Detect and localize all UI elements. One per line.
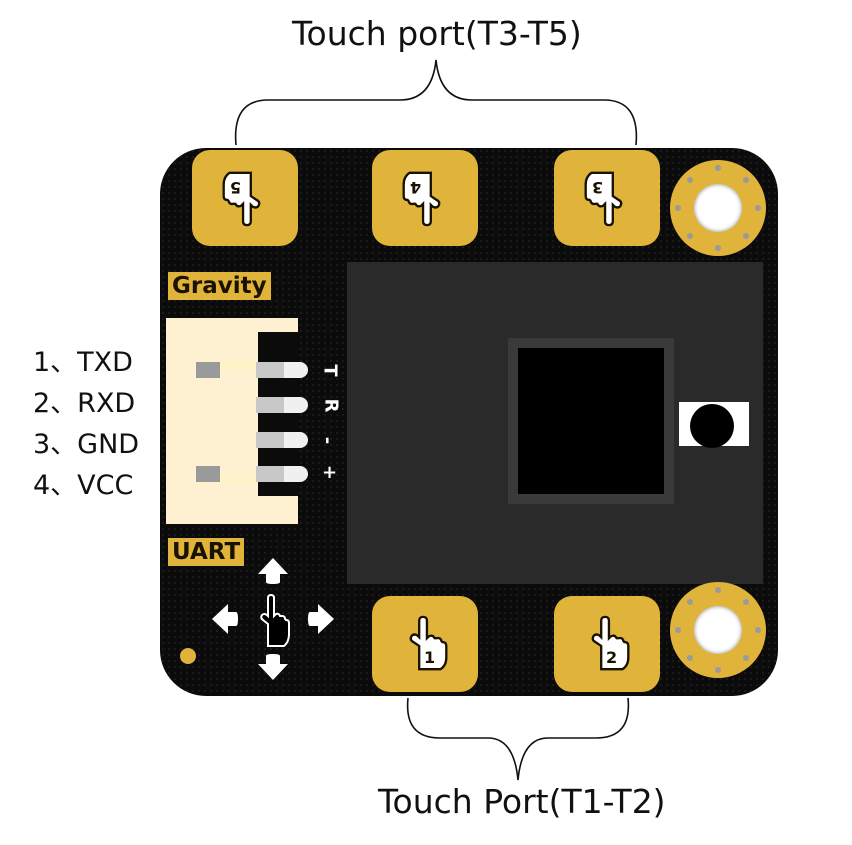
touch-pad-5[interactable]: 5 — [192, 150, 298, 246]
mounting-hole-top — [670, 160, 766, 256]
touch-hand-icon — [409, 615, 448, 671]
pin-mark-gnd: - — [317, 436, 339, 445]
pad-number: 5 — [230, 178, 242, 197]
touch-hand-icon — [402, 171, 441, 227]
touch-pad-4[interactable]: 4 — [372, 150, 478, 246]
sensor-core — [518, 348, 664, 494]
touch-pad-2[interactable]: 2 — [554, 596, 660, 692]
pad-number: 1 — [424, 648, 436, 667]
pin-label-gnd: 3、GND — [33, 429, 140, 460]
top-brace — [234, 59, 638, 146]
touch-hand-icon — [222, 171, 261, 227]
marker-dot — [180, 648, 196, 664]
bottom-caption: Touch Port(T1-T2) — [378, 782, 666, 821]
pin-mark-r: R — [320, 398, 342, 413]
bottom-brace — [406, 697, 630, 781]
top-caption: Touch port(T3-T5) — [292, 14, 582, 53]
led-dot — [690, 404, 734, 448]
gesture-arrows-icon — [212, 558, 334, 680]
touch-hand-icon — [591, 615, 630, 671]
pin-label-txd: 1、TXD — [33, 347, 133, 378]
mounting-hole-bottom — [670, 582, 766, 678]
touch-pad-1[interactable]: 1 — [372, 596, 478, 692]
uart-label: UART — [168, 538, 245, 566]
connector-stripe — [196, 474, 256, 484]
pin-mark-vcc: + — [322, 462, 338, 483]
touch-pad-3[interactable]: 3 — [554, 150, 660, 246]
pin-label-vcc: 4、VCC — [33, 470, 134, 501]
pin-label-rxd: 2、RXD — [33, 388, 136, 419]
gravity-label: Gravity — [168, 272, 271, 300]
pad-number: 3 — [592, 178, 604, 197]
pad-number: 2 — [606, 648, 618, 667]
connector-stripe — [196, 360, 256, 370]
pin-mark-t: T — [319, 364, 341, 377]
pad-number: 4 — [410, 178, 422, 197]
touch-hand-icon — [584, 171, 623, 227]
